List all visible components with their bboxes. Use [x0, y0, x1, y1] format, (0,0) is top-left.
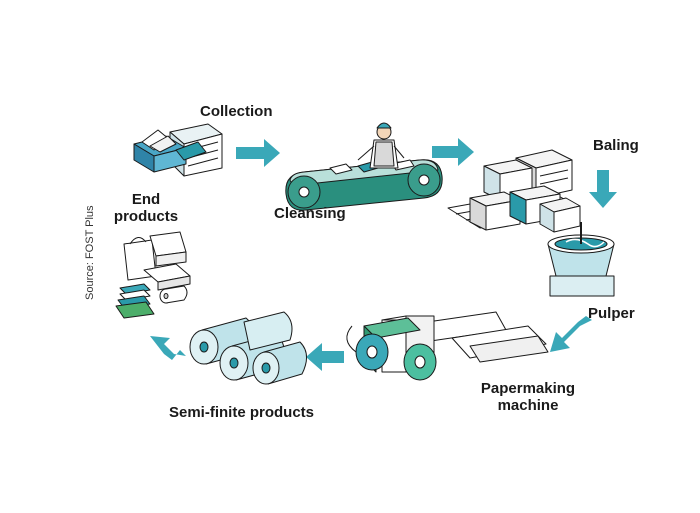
collection-bin-icon	[133, 123, 223, 177]
end-products-icon	[115, 231, 191, 319]
arrow-semi-finite-to-end	[150, 336, 186, 360]
arrow-collection-to-cleansing	[236, 139, 280, 167]
label-cleansing: Cleansing	[274, 205, 346, 222]
label-papermaking-line2: machine	[497, 397, 559, 414]
label-end-products: End products	[106, 191, 186, 225]
label-end-line1: End	[131, 191, 161, 208]
papermaking-machine-icon	[346, 311, 549, 381]
baling-bales-icon	[447, 149, 581, 233]
arrow-papermaking-to-semi-finite	[306, 343, 344, 371]
label-collection: Collection	[200, 103, 273, 120]
label-semi-finite-products: Semi-finite products	[169, 404, 315, 421]
label-papermaking-line1: Papermaking	[480, 380, 576, 397]
label-baling: Baling	[593, 137, 639, 154]
semi-finite-rolls-icon	[189, 311, 307, 385]
arrow-baling-to-pulper	[589, 170, 617, 208]
arrow-pulper-to-papermaking	[550, 316, 592, 352]
label-pulper: Pulper	[588, 305, 635, 322]
source-credit: Source: FOST Plus	[84, 205, 96, 300]
pulper-vat-icon	[547, 222, 615, 297]
arrow-cleansing-to-baling	[432, 138, 474, 166]
label-papermaking-machine: Papermaking machine	[468, 380, 588, 414]
cleansing-conveyor-icon	[285, 122, 443, 211]
label-end-line2: products	[113, 208, 179, 225]
